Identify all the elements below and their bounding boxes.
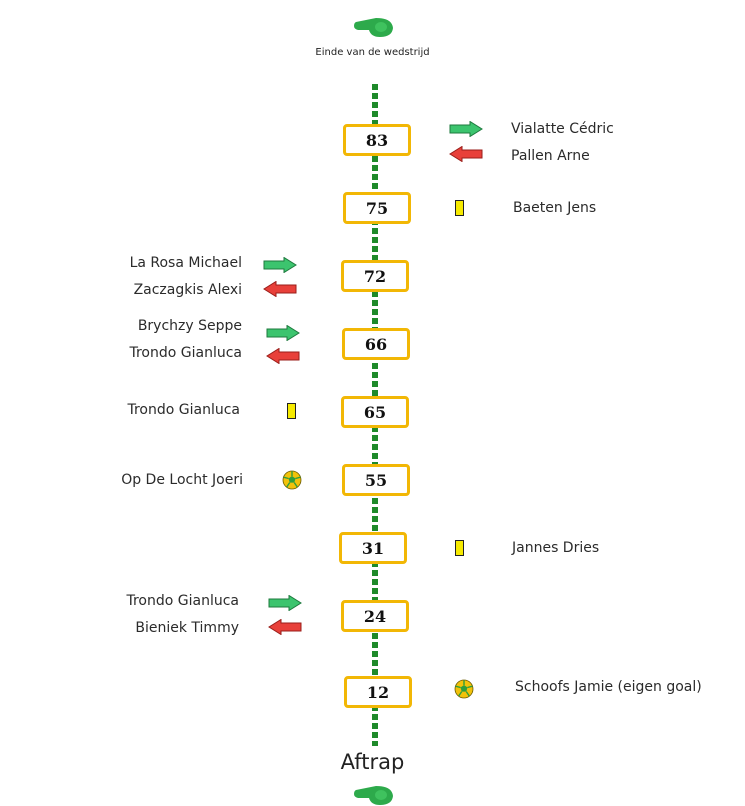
sub-out-arrow-icon <box>266 348 300 364</box>
sub-out-arrow-icon <box>449 146 483 162</box>
minute-marker-24: 24 <box>341 600 409 632</box>
event-player: Trondo Gianluca <box>127 402 240 418</box>
event-player: Schoofs Jamie (eigen goal) <box>515 679 702 695</box>
minute-marker-65: 65 <box>341 396 409 428</box>
whistle-end-icon <box>352 14 396 38</box>
event-player-sub-out: Trondo Gianluca <box>129 345 242 361</box>
goal-ball-icon <box>282 470 302 490</box>
event-player: Op De Locht Joeri <box>121 472 243 488</box>
minute-marker-31: 31 <box>339 532 407 564</box>
kickoff-label: Aftrap <box>340 750 405 774</box>
event-player-sub-in: Vialatte Cédric <box>511 121 614 137</box>
minute-marker-72: 72 <box>341 260 409 292</box>
yellow-card-icon <box>287 403 296 419</box>
event-player: Jannes Dries <box>512 540 600 556</box>
match-end-label: Einde van de wedstrijd <box>315 47 430 58</box>
sub-out-arrow-icon <box>263 281 297 297</box>
sub-in-arrow-icon <box>449 121 483 137</box>
yellow-card-icon <box>455 540 464 556</box>
sub-in-arrow-icon <box>266 325 300 341</box>
minute-marker-12: 12 <box>344 676 412 708</box>
yellow-card-icon <box>455 200 464 216</box>
sub-out-arrow-icon <box>268 619 302 635</box>
event-player-sub-in: Brychzy Seppe <box>137 318 242 334</box>
event-player-sub-in: Trondo Gianluca <box>126 593 239 609</box>
minute-marker-66: 66 <box>342 328 410 360</box>
event-player-sub-in: La Rosa Michael <box>129 255 242 271</box>
sub-in-arrow-icon <box>268 595 302 611</box>
minute-marker-83: 83 <box>343 124 411 156</box>
event-player-sub-out: Zaczagkis Alexi <box>133 282 242 298</box>
event-player-sub-out: Pallen Arne <box>511 148 590 164</box>
sub-in-arrow-icon <box>263 257 297 273</box>
whistle-start-icon <box>352 782 396 806</box>
minute-marker-55: 55 <box>342 464 410 496</box>
event-player-sub-out: Bieniek Timmy <box>135 620 239 636</box>
goal-ball-icon <box>454 679 474 699</box>
event-player: Baeten Jens <box>513 200 597 216</box>
minute-marker-75: 75 <box>343 192 411 224</box>
